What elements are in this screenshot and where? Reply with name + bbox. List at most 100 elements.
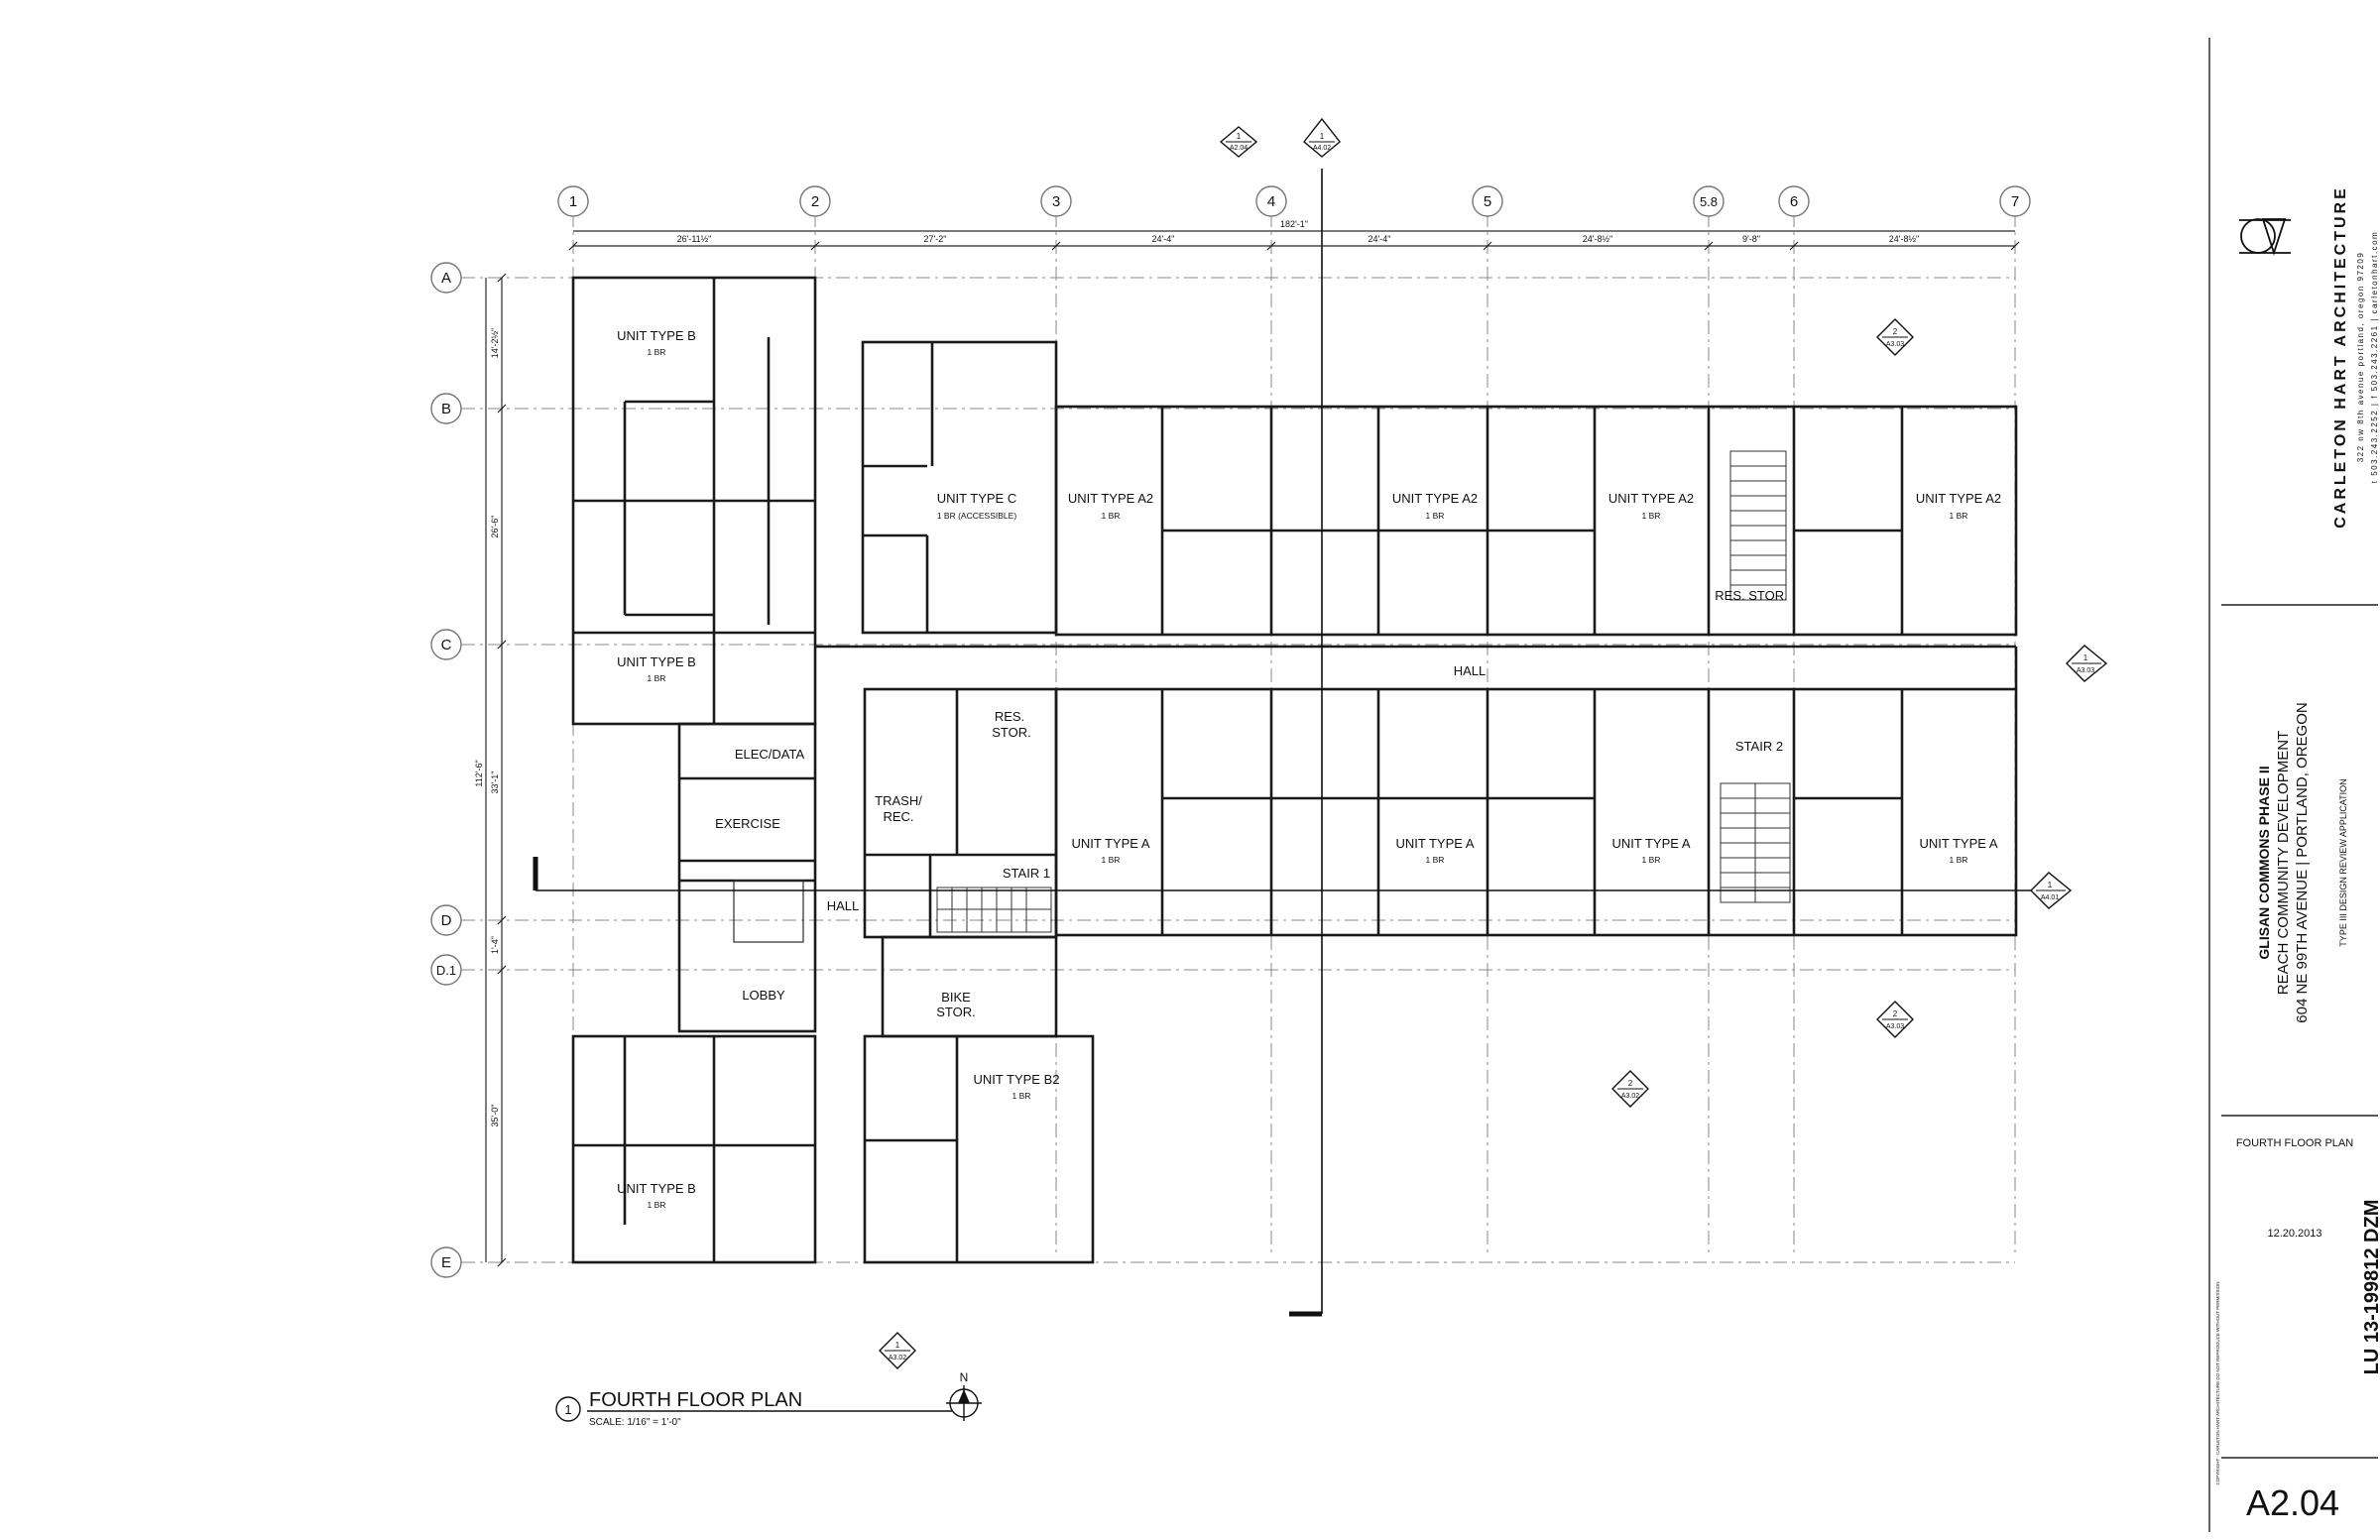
grid-bubble-1 — [557, 185, 589, 217]
north-arrow-icon — [946, 1385, 982, 1421]
section-marker: 1 A3.03 — [2066, 645, 2108, 682]
room-res-stor-2: RES. — [995, 709, 1024, 724]
room-res-stor-2-line2: STOR. — [992, 725, 1031, 740]
marker-num: 2 — [1893, 1009, 1898, 1018]
firm-name: CARLETON HART ARCHITECTURE — [2332, 185, 2349, 529]
grid-col-label: 7 — [2011, 193, 2019, 210]
section-marker: 1 A2.04 — [1219, 126, 1258, 158]
room-unit-b-top-size: 1 BR — [648, 347, 666, 357]
room-unit-a2-size: 1 BR — [1102, 511, 1121, 521]
room-unit-a2: UNIT TYPE A2 — [1916, 491, 2001, 506]
room-unit-a2-size: 1 BR — [1642, 511, 1661, 521]
stair-treads — [936, 450, 1791, 933]
room-stair-1: STAIR 1 — [1003, 866, 1050, 881]
grid-bubble-b — [430, 393, 462, 424]
room-res-stor: RES. STOR. — [1715, 588, 1787, 603]
room-hall-side: HALL — [827, 898, 860, 913]
grid-col-label: 3 — [1052, 193, 1060, 210]
room-trash-line2: REC. — [883, 809, 913, 824]
section-marker: 1 A4.01 — [2030, 872, 2073, 909]
grid-bubble-d1 — [430, 954, 462, 986]
project-address: 604 NE 99TH AVENUE | PORTLAND, OREGON — [2294, 702, 2311, 1022]
dim-segment: 26'-11½" — [677, 234, 712, 244]
room-labels: UNIT TYPE B 1 BR UNIT TYPE B 1 BR UNIT T… — [617, 328, 2001, 1210]
section-marker: 1 A4.02 — [1303, 117, 1341, 158]
grid-row-label: A — [441, 270, 451, 287]
application-type: TYPE III DESIGN REVIEW APPLICATION — [2338, 778, 2348, 946]
grid-col-label: 2 — [811, 193, 819, 210]
marker-num: 2 — [1893, 327, 1898, 336]
room-unit-a2-size: 1 BR — [1426, 511, 1445, 521]
room-unit-a2-size: 1 BR — [1950, 511, 1968, 521]
dim-segment: 27'-2" — [924, 234, 947, 244]
room-unit-b-mid-size: 1 BR — [648, 673, 666, 683]
firm-logo — [2239, 218, 2291, 256]
room-unit-b2-size: 1 BR — [1012, 1091, 1031, 1101]
room-unit-a2: UNIT TYPE A2 — [1608, 491, 1694, 506]
project-name: GLISAN COMMONS PHASE II — [2256, 766, 2272, 959]
room-unit-a2: UNIT TYPE A2 — [1068, 491, 1153, 506]
drawing-scale: SCALE: 1/16" = 1'-0" — [589, 1417, 681, 1428]
grid-bubble-c — [430, 629, 462, 660]
dim-segment: 9'-8" — [1742, 234, 1760, 244]
section-marker: 2 A3.02 — [1611, 1070, 1649, 1108]
drawing-number-bubble — [555, 1396, 581, 1422]
marker-ref: A3.03 — [2077, 667, 2094, 674]
copyright-note: COPYRIGHT - CARLETON HART ARCHITECTURE D… — [2215, 1281, 2220, 1484]
room-unit-a2: UNIT TYPE A2 — [1392, 491, 1478, 506]
room-unit-c: UNIT TYPE C — [937, 491, 1016, 506]
dim-row: 14'-2½" — [490, 328, 500, 358]
grid-bubble-2 — [799, 185, 831, 217]
grid-row-label: E — [441, 1254, 451, 1271]
client-name: REACH COMMUNITY DEVELOPMENT — [2275, 731, 2292, 995]
room-unit-a: UNIT TYPE A — [1072, 836, 1150, 851]
room-unit-b2: UNIT TYPE B2 — [974, 1072, 1060, 1087]
room-lobby: LOBBY — [742, 988, 785, 1003]
section-marker: 2 A3.03 — [1876, 318, 1914, 356]
room-unit-b-top: UNIT TYPE B — [617, 328, 696, 343]
grid-col-label: 5.8 — [1700, 194, 1718, 209]
marker-num: 1 — [2048, 881, 2053, 889]
grid-bubble-a — [430, 262, 462, 294]
dim-row: 35'-0" — [490, 1105, 500, 1127]
dimension-strings: 182'-1" 26'-11½" 27'-2" 24'-4" 24'-4" 24… — [474, 219, 2020, 1267]
marker-ref: A4.01 — [2041, 894, 2059, 901]
room-unit-b-bottom: UNIT TYPE B — [617, 1181, 696, 1196]
room-bike-stor: BIKE — [941, 990, 971, 1005]
dim-segment: 24'-8½" — [1583, 234, 1612, 244]
grid-bubble-3 — [1040, 185, 1072, 217]
dim-row: 26'-6" — [490, 516, 500, 538]
room-unit-a: UNIT TYPE A — [1396, 836, 1475, 851]
room-trash: TRASH/ — [875, 793, 922, 808]
marker-ref: A4.02 — [1313, 145, 1331, 152]
title-block: CARLETON HART ARCHITECTURE 322 nw 8th av… — [2208, 38, 2380, 1532]
grid-column-bubbles: 1 2 3 4 5 5.8 6 7 — [557, 185, 2031, 217]
grid-col-label: 4 — [1267, 193, 1275, 210]
grid-col-label: 5 — [1484, 193, 1491, 210]
grid-col-label: 1 — [569, 193, 577, 210]
grid-bubble-5 — [1472, 185, 1503, 217]
grid-row-label: D — [441, 912, 452, 929]
marker-num: 1 — [895, 1341, 900, 1350]
room-unit-a: UNIT TYPE A — [1920, 836, 1998, 851]
grid-row-bubbles: A B C D D.1 E — [430, 262, 462, 1278]
marker-num: 1 — [2083, 653, 2088, 662]
grid-bubble-d — [430, 904, 462, 936]
room-exercise: EXERCISE — [715, 816, 780, 831]
room-hall: HALL — [1454, 663, 1487, 678]
room-unit-a: UNIT TYPE A — [1612, 836, 1691, 851]
room-unit-b-bottom-size: 1 BR — [648, 1200, 666, 1210]
room-stair-2: STAIR 2 — [1735, 739, 1783, 754]
firm-address: 322 nw 8th avenue portland, oregon 97209 — [2356, 252, 2365, 463]
section-marker: 1 A3.02 — [879, 1332, 916, 1369]
dim-segment: 24'-8½" — [1889, 234, 1919, 244]
marker-ref: A3.03 — [1886, 1023, 1904, 1030]
dim-row: 33'-1" — [490, 771, 500, 794]
marker-num: 1 — [1237, 132, 1242, 141]
grid-bubble-4 — [1255, 185, 1287, 217]
section-marker: 2 A3.03 — [1876, 1001, 1914, 1038]
firm-contact: t 503.243.2252 | f 503.243.2261 | carlet… — [2370, 231, 2379, 483]
marker-ref: A3.03 — [1886, 341, 1904, 348]
marker-ref: A2.04 — [1230, 145, 1248, 152]
